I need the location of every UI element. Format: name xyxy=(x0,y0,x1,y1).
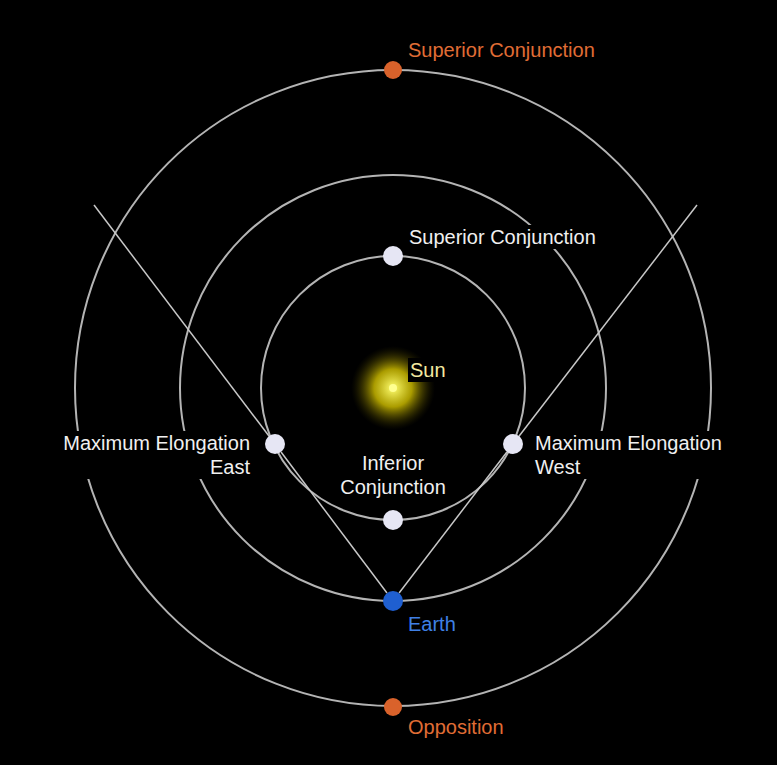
planet-dot: Inferior Conjunction xyxy=(383,510,403,530)
planet-dot: Maximum Elongation East xyxy=(265,434,285,454)
position-label: Sun xyxy=(408,358,448,382)
planet-dot: Maximum Elongation West xyxy=(503,434,523,454)
sun: Sun xyxy=(389,384,397,392)
outer-orbit xyxy=(75,70,711,706)
position-label: Superior Conjunction xyxy=(406,38,597,62)
position-label: Opposition xyxy=(406,715,506,739)
position-label: Earth xyxy=(406,612,458,636)
position-label: Inferior Conjunction xyxy=(324,451,462,499)
planet-dot: Superior Conjunction xyxy=(383,246,403,266)
sight-line-extension xyxy=(94,205,275,444)
earth-dot: Earth xyxy=(383,591,403,611)
position-label: Maximum Elongation East xyxy=(34,431,252,479)
planet-dot: Superior Conjunction xyxy=(384,61,402,79)
position-label: Maximum Elongation West xyxy=(533,431,751,479)
earth-orbit xyxy=(180,175,606,601)
planet-dot: Opposition xyxy=(384,698,402,716)
position-label: Superior Conjunction xyxy=(407,225,598,249)
